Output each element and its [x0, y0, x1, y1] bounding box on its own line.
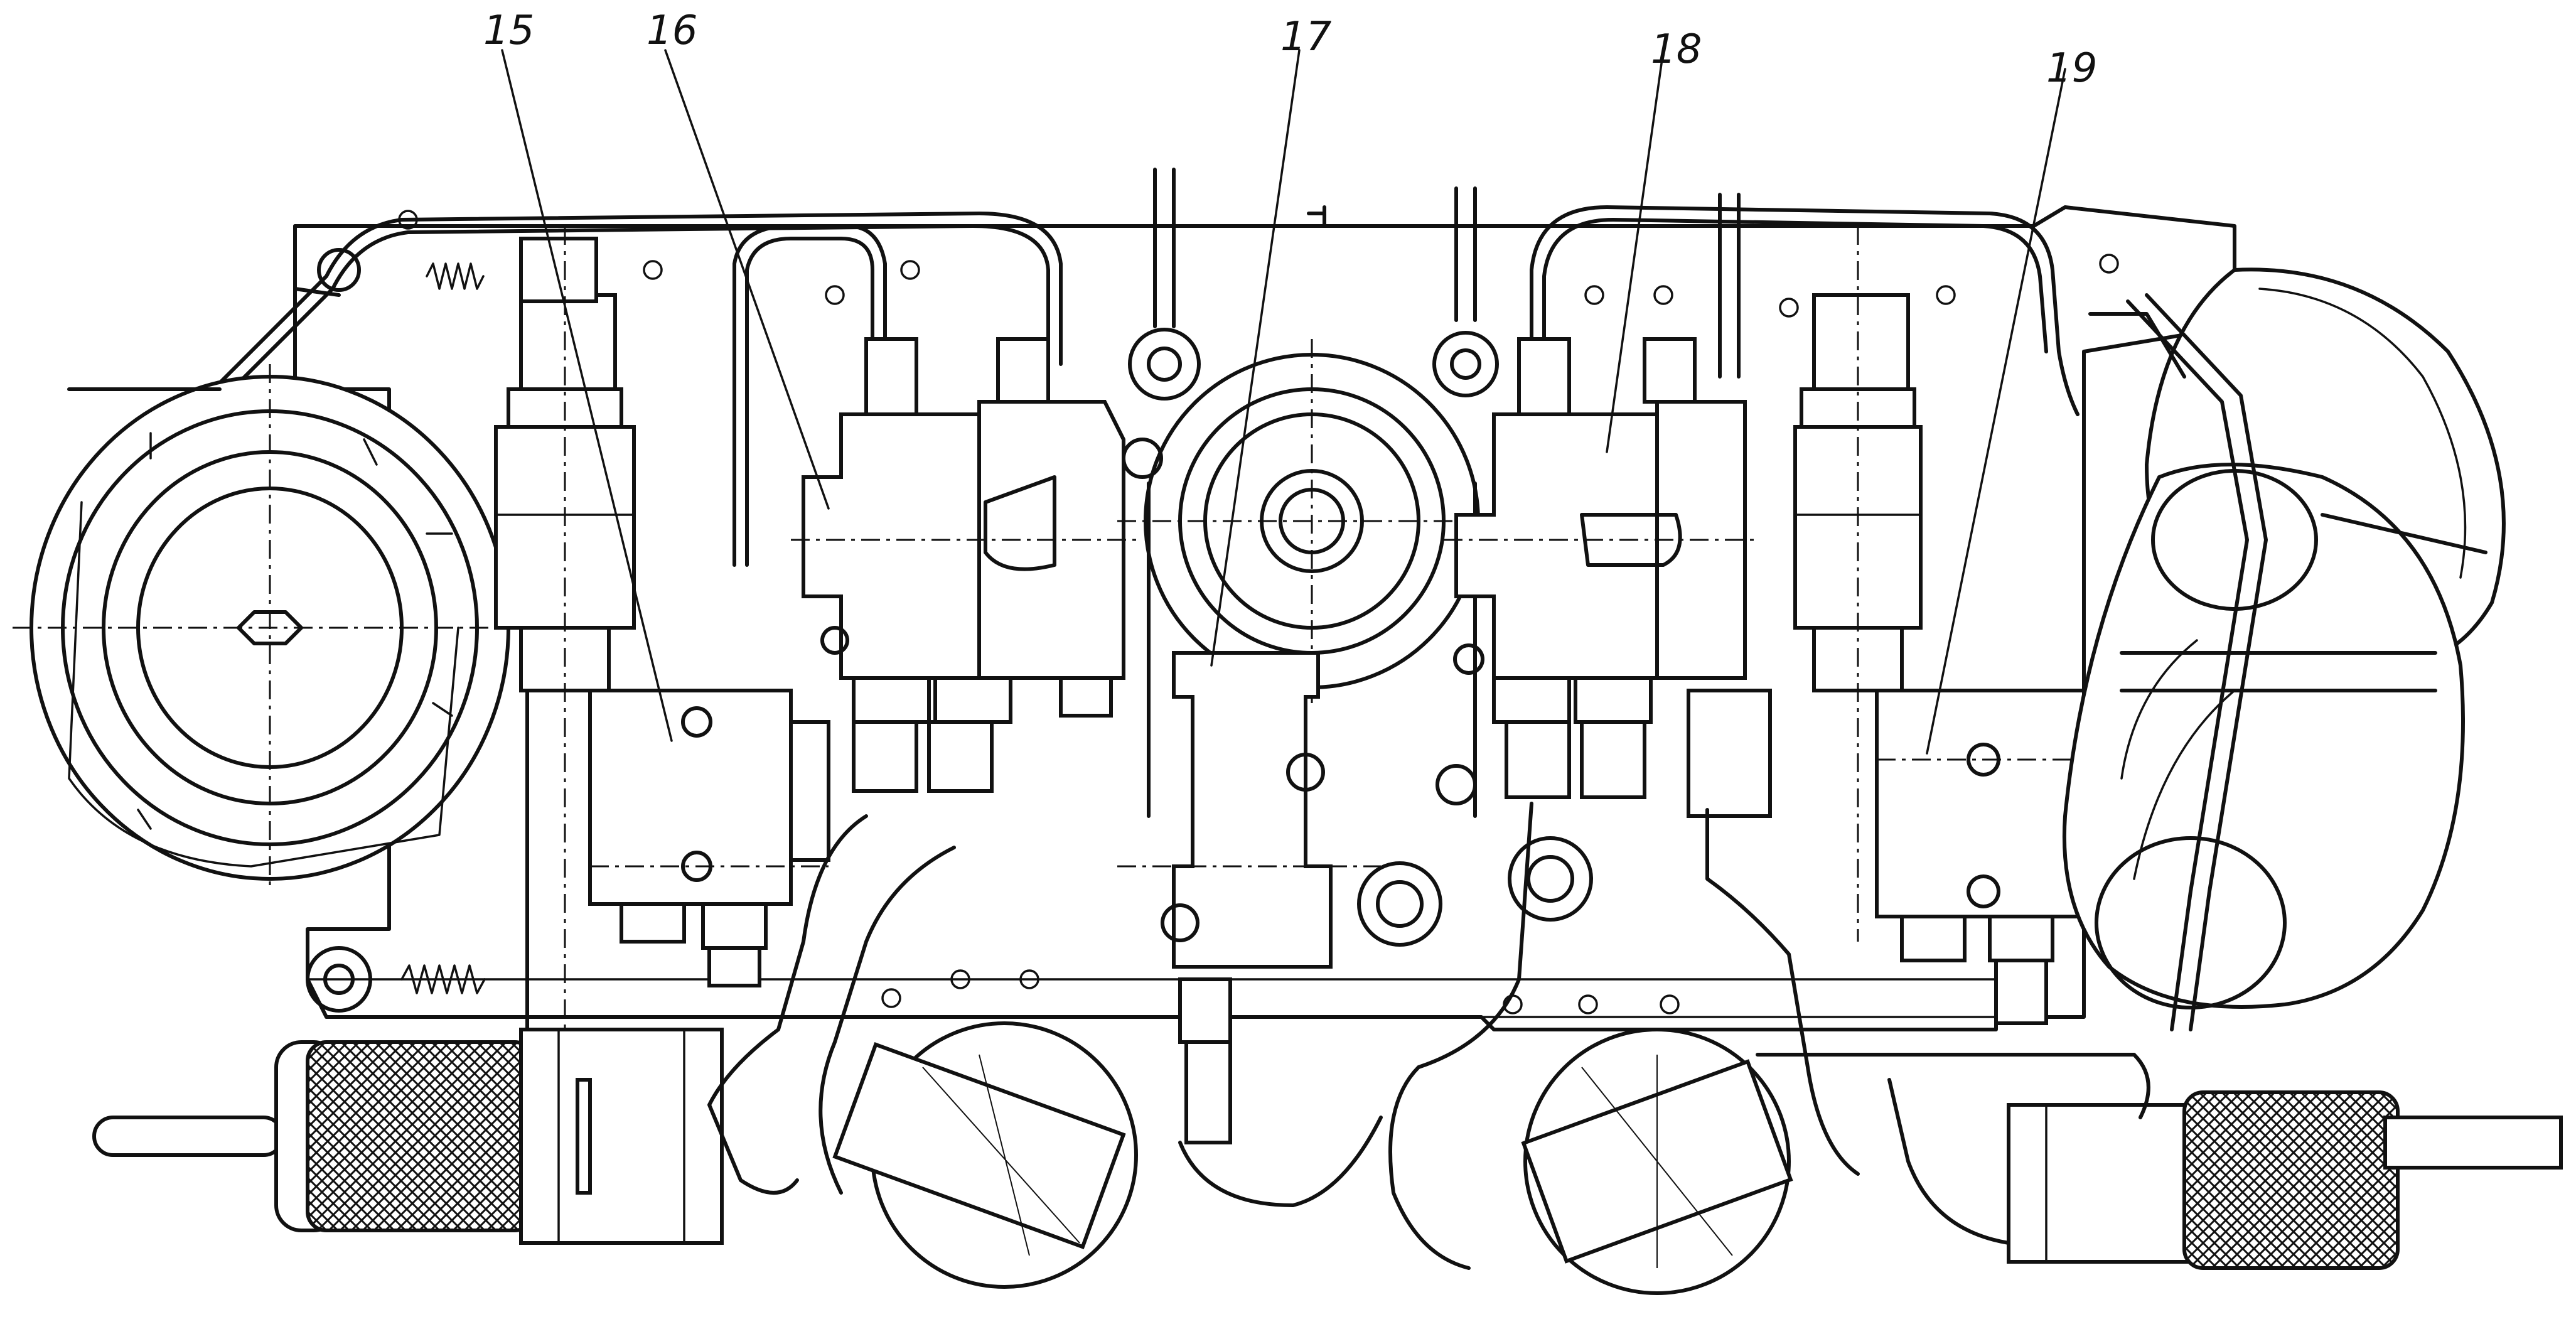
callouts: 15 16 17 18 19	[483, 8, 2097, 92]
bottom-right-cylinder	[2007, 1090, 2563, 1270]
callout-15: 15	[483, 8, 534, 54]
valve-block-18	[1444, 337, 1772, 818]
callout-16: 16	[647, 8, 697, 54]
valve-block-16	[791, 337, 1163, 793]
springs	[306, 248, 486, 1013]
plate-holes	[398, 210, 2119, 1014]
callout-17: 17	[1280, 14, 1332, 60]
stem-pipes	[1128, 168, 1741, 401]
bottom-filters	[832, 1021, 1793, 1295]
central-pulley-17	[1117, 339, 1506, 1144]
callout-18: 18	[1651, 26, 1702, 73]
right-filter-column	[1793, 226, 1923, 942]
right-diagonal-tube	[2088, 293, 2268, 1031]
left-tank	[13, 364, 540, 891]
bottom-left-cylinder	[92, 1028, 724, 1245]
callout-19: 19	[2046, 45, 2097, 92]
valve-block-15	[588, 689, 830, 987]
bottom-tubes	[707, 802, 2150, 1270]
left-filter-column	[494, 226, 636, 1067]
right-tanks	[2062, 267, 2506, 1009]
mid-pulleys	[1357, 764, 1593, 947]
leader-lines	[501, 49, 2066, 755]
